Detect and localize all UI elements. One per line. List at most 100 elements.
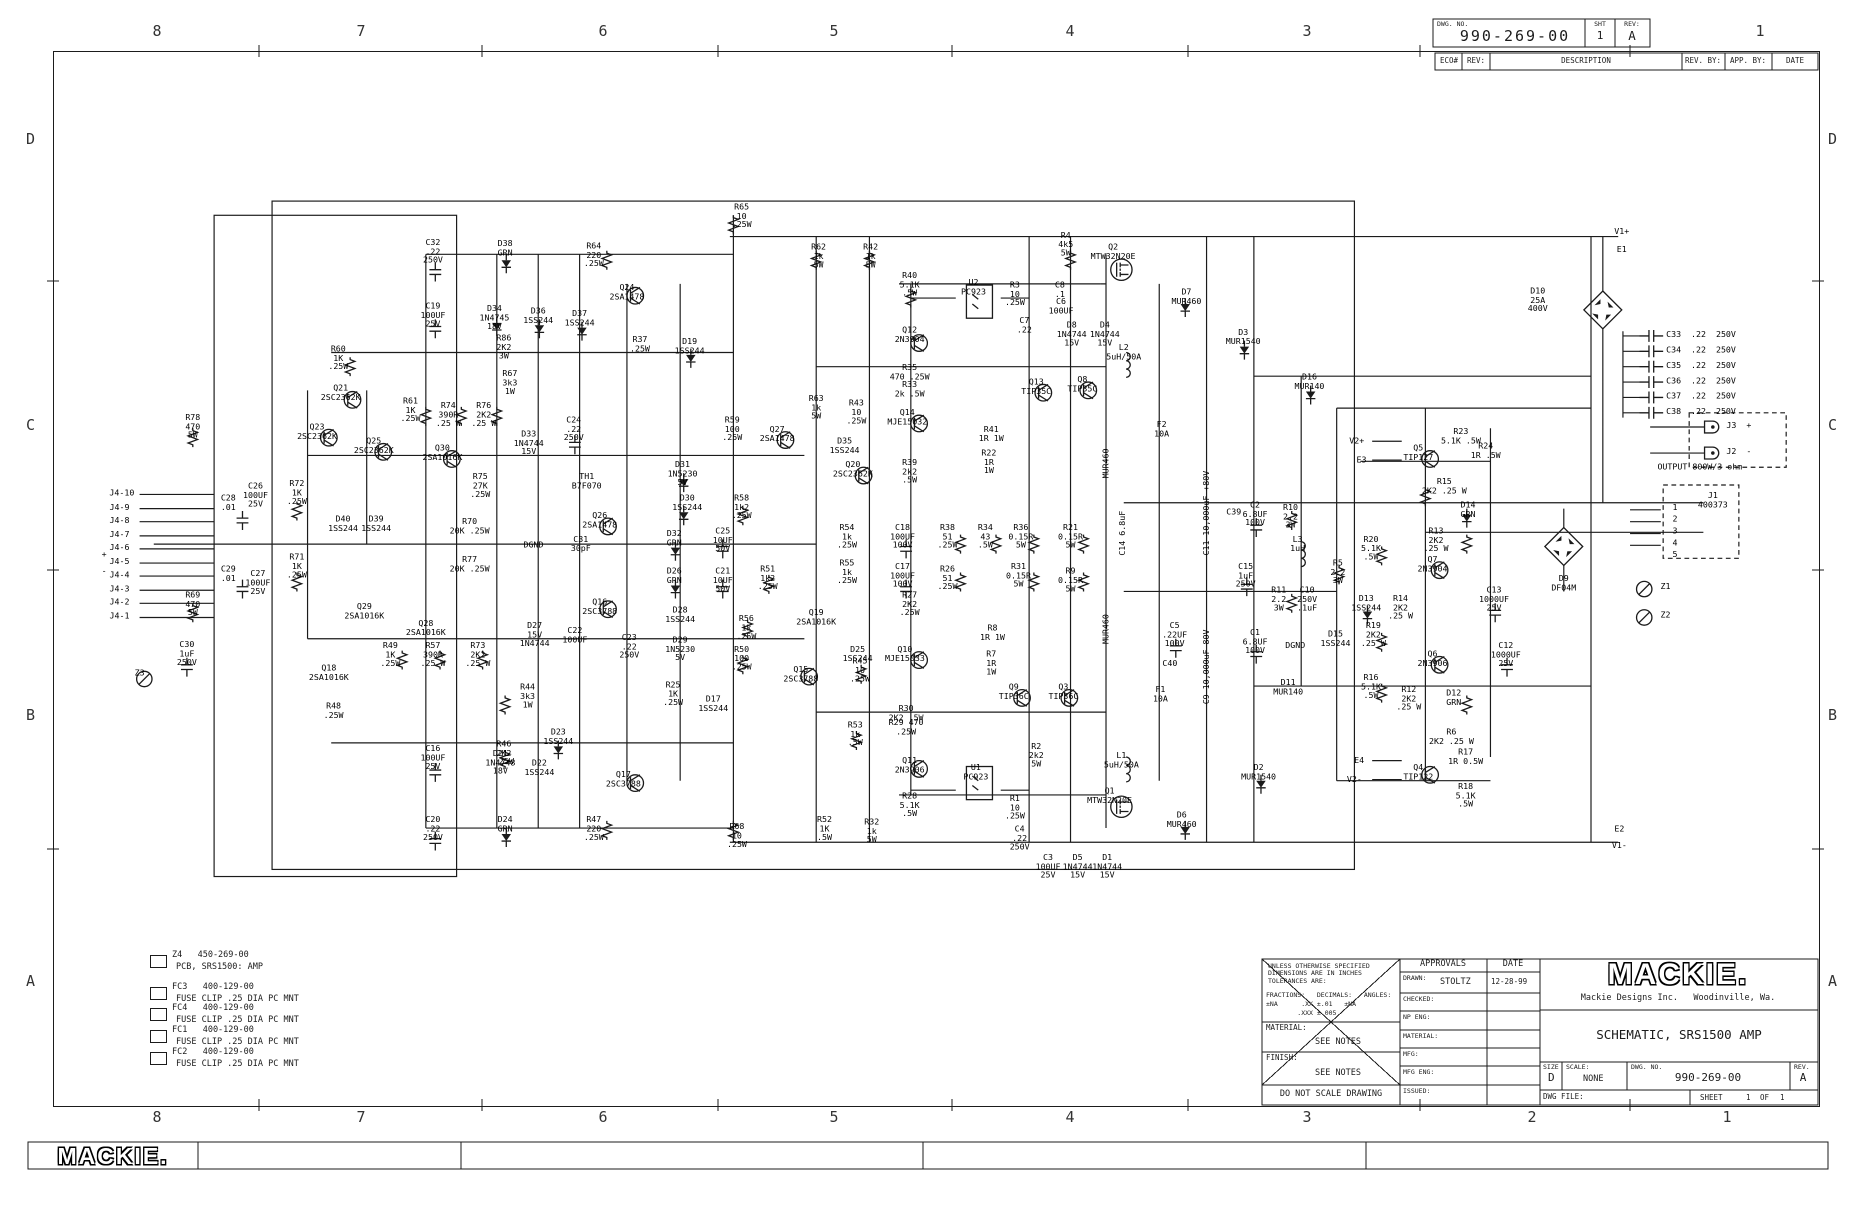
component-label: J4-9 [109, 502, 130, 513]
component-label: R29 470 .25W [888, 718, 924, 737]
component-label: C32 .22 250V [422, 237, 443, 266]
approval-row-label: CHECKED: [1403, 995, 1435, 1003]
part-desc: FUSE CLIP .25 DIA PC MNT [176, 1037, 299, 1047]
zone-number-bottom: 7 [356, 1108, 366, 1126]
component-label: R63 1k 5W [808, 393, 824, 422]
component-label: Q3 TIP36C [1048, 682, 1079, 701]
component-label: D14 GRN [1460, 500, 1476, 519]
component-label: D36 1SS244 [523, 306, 554, 325]
component-label: Q13 TIP35C [1021, 377, 1052, 396]
zone-letter-left: B [26, 706, 36, 724]
zone-number-bottom: 2 [1527, 1108, 1537, 1126]
component-label: Q29 2SA1016K [344, 602, 385, 621]
brg-symbol [1544, 526, 1584, 567]
caph-symbol [1638, 375, 1664, 389]
approval-row-label: MFG: [1403, 1050, 1419, 1058]
approval-row-label: MFG ENG: [1403, 1068, 1435, 1076]
component-label: C10 250V .1uF [1297, 585, 1318, 613]
component-label: R23 5.1K .5W [1440, 427, 1481, 446]
component-label: J1 400373 [1697, 490, 1728, 510]
component-label: C24 .22 250V [563, 415, 584, 443]
component-label: R43 10 .25W [846, 398, 867, 427]
component-label: R55 1k .25W [836, 558, 857, 586]
date-header: DATE [1502, 959, 1524, 969]
component-label: D37 1SS244 [564, 308, 595, 328]
component-label: R47 220 .25W [583, 815, 604, 843]
component-label: D10 25A 400V [1527, 286, 1548, 314]
component-label: Q12 2N3904 [894, 325, 925, 344]
component-label: D5 1N4744 15V [1062, 852, 1093, 881]
component-label: D15 1SS244 [1320, 629, 1351, 648]
component-label: R34 43 .5W [977, 522, 993, 551]
part-checkbox [150, 987, 167, 1000]
component-label: 2 [1672, 514, 1678, 525]
component-label: C20 .22 250V [422, 815, 443, 843]
zone-letter-left: A [26, 972, 36, 990]
component-label: R75 27K .25W [470, 471, 491, 500]
component-label: C16 100UF 25V [420, 744, 446, 772]
zone-letter-left: D [26, 130, 36, 148]
component-label: Z3 [134, 668, 145, 678]
zone-number-top: 4 [1065, 22, 1075, 40]
component-label: D31 1N5230 5V [667, 460, 698, 488]
res-symbol [1461, 694, 1473, 716]
component-label: Q7 2N3904 [1417, 554, 1448, 574]
component-label: R62 1k 5W [811, 242, 827, 270]
component-label: Q23 2SC2362K [297, 422, 337, 441]
component-label: R52 1K .5W [816, 815, 832, 843]
finish-label: FINISH: [1266, 1053, 1298, 1062]
component-label: C15 1uF 250V [1235, 561, 1256, 590]
plg-symbol [1703, 446, 1720, 460]
component-label: R8 1R 1W [979, 623, 1005, 642]
zone-number-bottom: 6 [598, 1108, 608, 1126]
component-label: C19 100UF 25V [420, 301, 446, 330]
cap-symbol [235, 510, 250, 531]
zone-number-bottom: 8 [152, 1108, 162, 1126]
component-label: R73 2K2 .25 W [465, 641, 491, 669]
component-label: C39 [1226, 507, 1242, 517]
component-label: V1- [1611, 841, 1627, 851]
mackie-logo-titleblock: MACKIE. [1607, 958, 1749, 991]
component-label: R17 1R 0.5W [1448, 747, 1484, 767]
part-ref: FC4 400-129-00 [172, 1003, 254, 1013]
zone-number-top: 7 [356, 22, 366, 40]
component-label: R14 2K2 .25 W [1388, 593, 1414, 622]
component-label: R49 1K .25W [380, 641, 401, 669]
caph-symbol [1638, 329, 1664, 343]
component-label: C8 .1 [1054, 280, 1065, 299]
rev-value-top: A [1628, 28, 1636, 43]
component-label: R24 1R .5W [1470, 441, 1501, 460]
zone-number-bottom: 1 [1722, 1108, 1732, 1126]
component-label: L2 5uH/50A [1106, 343, 1142, 362]
drawing-title: SCHEMATIC, SRS1500 AMP [1596, 1027, 1762, 1042]
component-label: R41 1R 1W [978, 424, 1004, 444]
component-label: R61 1K .25W [400, 396, 421, 424]
part-desc: FUSE CLIP .25 DIA PC MNT [176, 1015, 299, 1025]
component-label: Q27 2SA1478 [759, 424, 795, 444]
tolerance-values2: .XXX ±.005 [1266, 1009, 1337, 1017]
component-label: R78 470 5W [185, 412, 201, 441]
component-label: R71 1K .25W [286, 552, 307, 580]
component-label: Q17 2SC3788 [605, 770, 641, 789]
finish-value: SEE NOTES [1314, 1068, 1362, 1078]
component-label: D22 1SS244 [524, 758, 555, 777]
part-ref: FC3 400-129-00 [172, 982, 254, 992]
drawing-border [53, 51, 1820, 1107]
component-label: D12 GRN [1446, 688, 1462, 707]
approval-row-label: ISSUED: [1403, 1087, 1431, 1095]
component-label: C14 6.8uF [1118, 510, 1128, 556]
component-label: D39 1SS244 [361, 514, 392, 534]
component-label: R27 2K2 .25W [899, 590, 920, 618]
approval-row-label: MATERIAL: [1403, 1032, 1439, 1040]
no-scale-note: DO NOT SCALE DRAWING [1279, 1089, 1383, 1099]
component-label: V2- [1346, 774, 1362, 785]
component-label: D8 1N4744 15V [1056, 320, 1087, 348]
component-label: C38 .22 250V [1666, 406, 1736, 417]
component-label: J3 + [1726, 421, 1752, 431]
component-label: R39 2k2 .5W [902, 457, 918, 486]
component-label: R72 1K .25W [286, 479, 307, 507]
component-label: C12 1000UF 25V [1490, 641, 1521, 669]
component-label: Q28 2SA1016K [405, 618, 446, 638]
part-checkbox [150, 955, 167, 968]
component-label: R11 2.2 3W [1271, 585, 1287, 613]
